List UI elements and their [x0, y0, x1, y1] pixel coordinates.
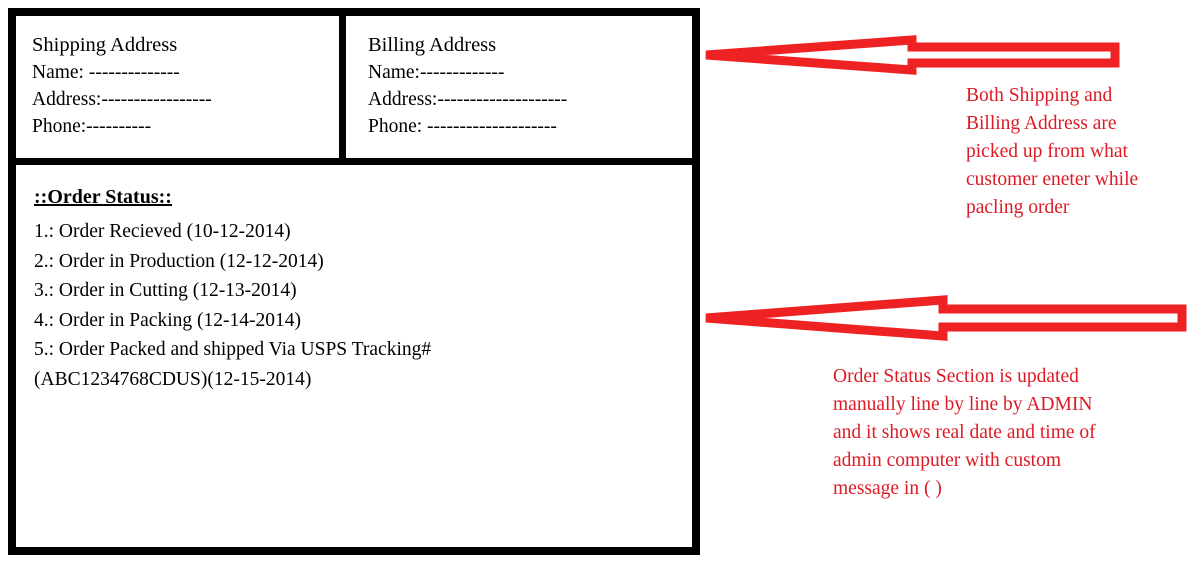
shipping-address-title: Shipping Address	[32, 34, 178, 56]
shipping-address-box: Shipping Address Name: -------------- Ad…	[16, 16, 346, 158]
annotation-line: pacling order	[966, 197, 1070, 218]
annotation-line: message in ( )	[833, 478, 942, 499]
address-row: Shipping Address Name: -------------- Ad…	[16, 16, 692, 158]
shipping-phone-line: Phone:----------	[32, 116, 152, 137]
annotation-note-status: Order Status Section is updated manually…	[833, 363, 1189, 503]
billing-address-box: Billing Address Name:------------- Addre…	[346, 16, 692, 158]
order-status-item: 4.: Order in Packing (12-14-2014)	[34, 309, 301, 331]
order-status-section: ::Order Status:: 1.: Order Recieved (10-…	[16, 165, 692, 547]
left-arrow-icon-status	[705, 295, 1187, 341]
order-status-item: 5.: Order Packed and shipped Via USPS Tr…	[34, 339, 432, 360]
order-status-list: 1.: Order Recieved (10-12-2014) 2.: Orde…	[34, 217, 692, 394]
order-status-item: 2.: Order in Production (12-12-2014)	[34, 250, 324, 272]
annotation-line: Both Shipping and	[966, 85, 1113, 106]
annotation-note-address: Both Shipping and Billing Address are pi…	[966, 82, 1192, 222]
shipping-address-line: Address:-----------------	[32, 89, 212, 110]
order-card: Shipping Address Name: -------------- Ad…	[8, 8, 700, 555]
billing-phone-line: Phone: --------------------	[368, 116, 557, 137]
billing-address-title: Billing Address	[368, 34, 497, 56]
annotation-line: customer eneter while	[966, 169, 1139, 190]
annotation-line: manually line by line by ADMIN	[833, 394, 1093, 415]
address-section-divider	[16, 158, 692, 165]
annotation-line: Billing Address are	[966, 113, 1117, 134]
billing-name-line: Name:-------------	[368, 62, 505, 83]
annotation-line: Order Status Section is updated	[833, 366, 1079, 387]
left-arrow-icon-address	[705, 35, 1120, 75]
order-status-item: (ABC1234768CDUS)(12-15-2014)	[34, 368, 312, 390]
annotation-line: and it shows real date and time of	[833, 422, 1096, 443]
order-status-item: 3.: Order in Cutting (12-13-2014)	[34, 280, 297, 301]
annotation-line: admin computer with custom	[833, 450, 1062, 471]
order-status-item: 1.: Order Recieved (10-12-2014)	[34, 221, 291, 242]
order-status-heading: ::Order Status::	[34, 186, 172, 208]
shipping-name-line: Name: --------------	[32, 62, 180, 83]
billing-address-line: Address:--------------------	[368, 89, 568, 110]
annotation-line: picked up from what	[966, 141, 1128, 162]
